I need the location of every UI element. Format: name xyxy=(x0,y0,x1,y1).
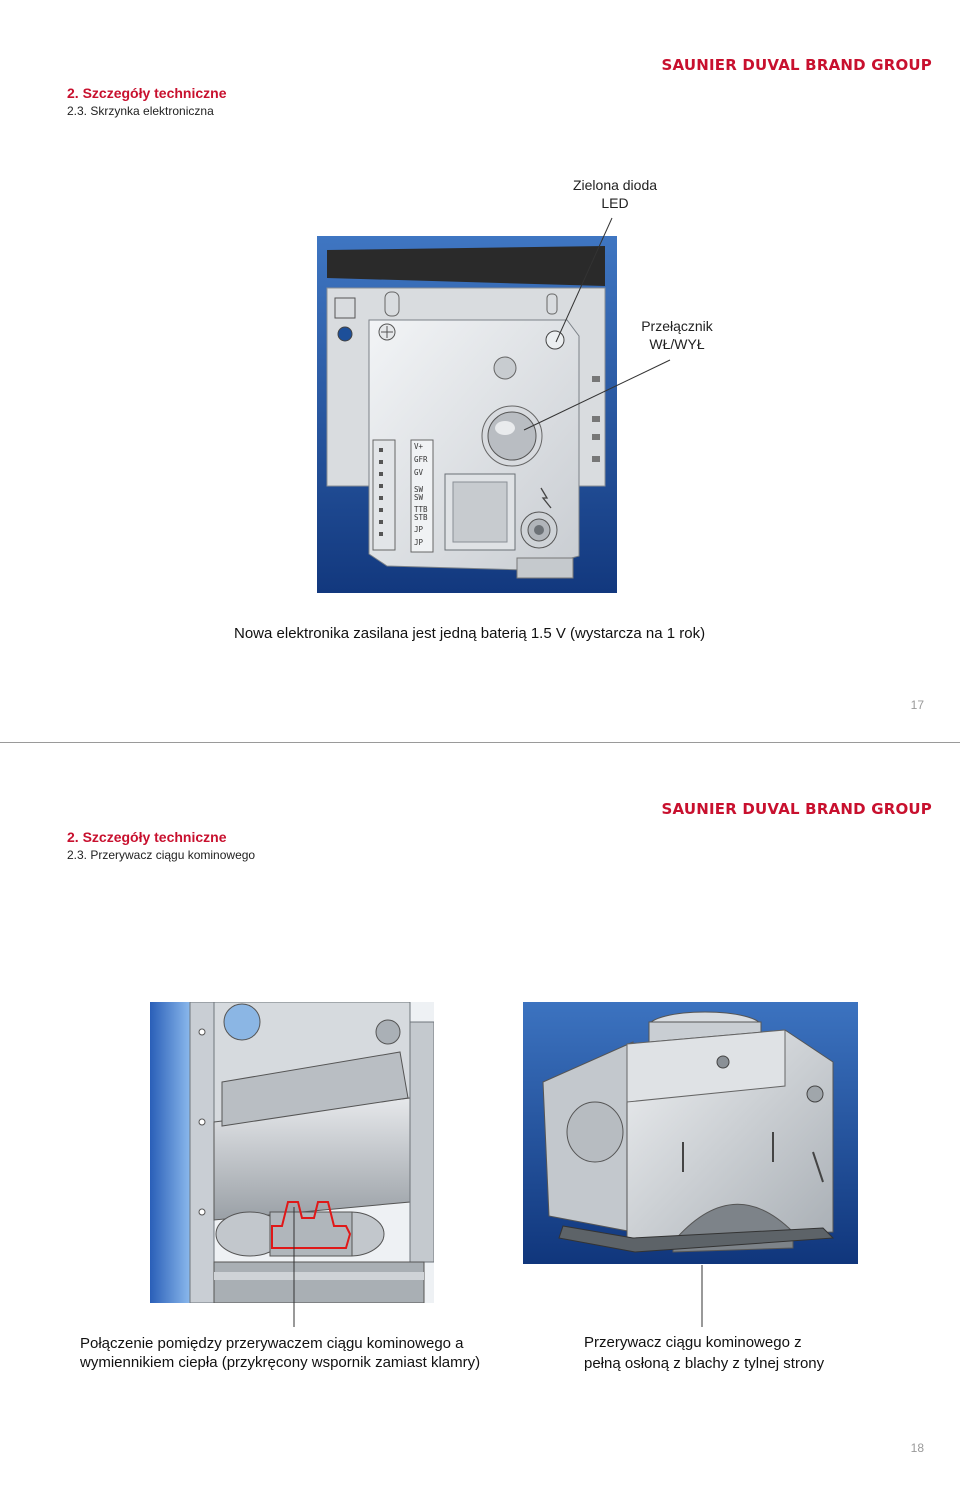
slide-divider xyxy=(0,742,960,743)
callout-led-line2: LED xyxy=(601,195,629,211)
terminal-label: JP xyxy=(414,538,424,547)
slide-caption: Nowa elektronika zasilana jest jedną bat… xyxy=(234,625,706,642)
callout-switch: Przełącznik WŁ/WYŁ xyxy=(622,317,732,353)
terminal-label: SW xyxy=(414,493,424,502)
section-heading: 2. Szczegóły techniczne xyxy=(67,85,227,101)
callout-led: Zielona dioda LED xyxy=(560,176,670,212)
terminal-label: TTB xyxy=(414,505,428,514)
caption-right: Przerywacz ciągu kominowego z pełną osło… xyxy=(584,1332,824,1374)
callout-switch-line1: Przełącznik xyxy=(641,318,713,334)
caption-right-line2: pełną osłoną z blachy z tylnej strony xyxy=(584,1355,825,1372)
terminal-label: STB xyxy=(414,513,428,522)
caption-left: Połączenie pomiędzy przerywaczem ciągu k… xyxy=(80,1334,480,1372)
callout-leader-lines xyxy=(523,217,671,431)
flue-connection-image xyxy=(150,1002,434,1303)
section-subheading: 2.3. Skrzynka elektroniczna xyxy=(67,104,214,118)
terminal-label: GFR xyxy=(414,455,428,464)
terminal-label: JP xyxy=(414,525,424,534)
terminal-label: V+ xyxy=(414,442,424,451)
slide-17: SAUNIER DUVAL BRAND GROUP 2. Szczegóły t… xyxy=(0,0,960,740)
caption-right-line1: Przerywacz ciągu kominowego z xyxy=(584,1334,802,1351)
flue-interrupter-image xyxy=(523,1002,858,1264)
slide-18: SAUNIER DUVAL BRAND GROUP 2. Szczegóły t… xyxy=(0,745,960,1489)
terminal-label: GV xyxy=(414,468,424,477)
callout-switch-line2: WŁ/WYŁ xyxy=(649,336,705,352)
caption-left-line1: Połączenie pomiędzy przerywaczem ciągu k… xyxy=(80,1335,464,1352)
section-subheading: 2.3. Przerywacz ciągu kominowego xyxy=(67,848,256,862)
brand-logo: SAUNIER DUVAL BRAND GROUP xyxy=(661,56,932,74)
electronic-box-image: V+ GFR GV SW SW TTB STB JP JP xyxy=(317,236,617,593)
caption-left-line2: wymiennikiem ciepła (przykręcony wsporni… xyxy=(80,1354,481,1371)
caption-leader-lines xyxy=(293,1207,703,1327)
callout-led-line1: Zielona dioda xyxy=(572,177,658,193)
page-number: 18 xyxy=(910,1441,924,1455)
page-number: 17 xyxy=(910,698,924,712)
section-heading: 2. Szczegóły techniczne xyxy=(67,829,227,845)
terminal-label: SW xyxy=(414,485,424,494)
brand-logo: SAUNIER DUVAL BRAND GROUP xyxy=(661,800,932,818)
